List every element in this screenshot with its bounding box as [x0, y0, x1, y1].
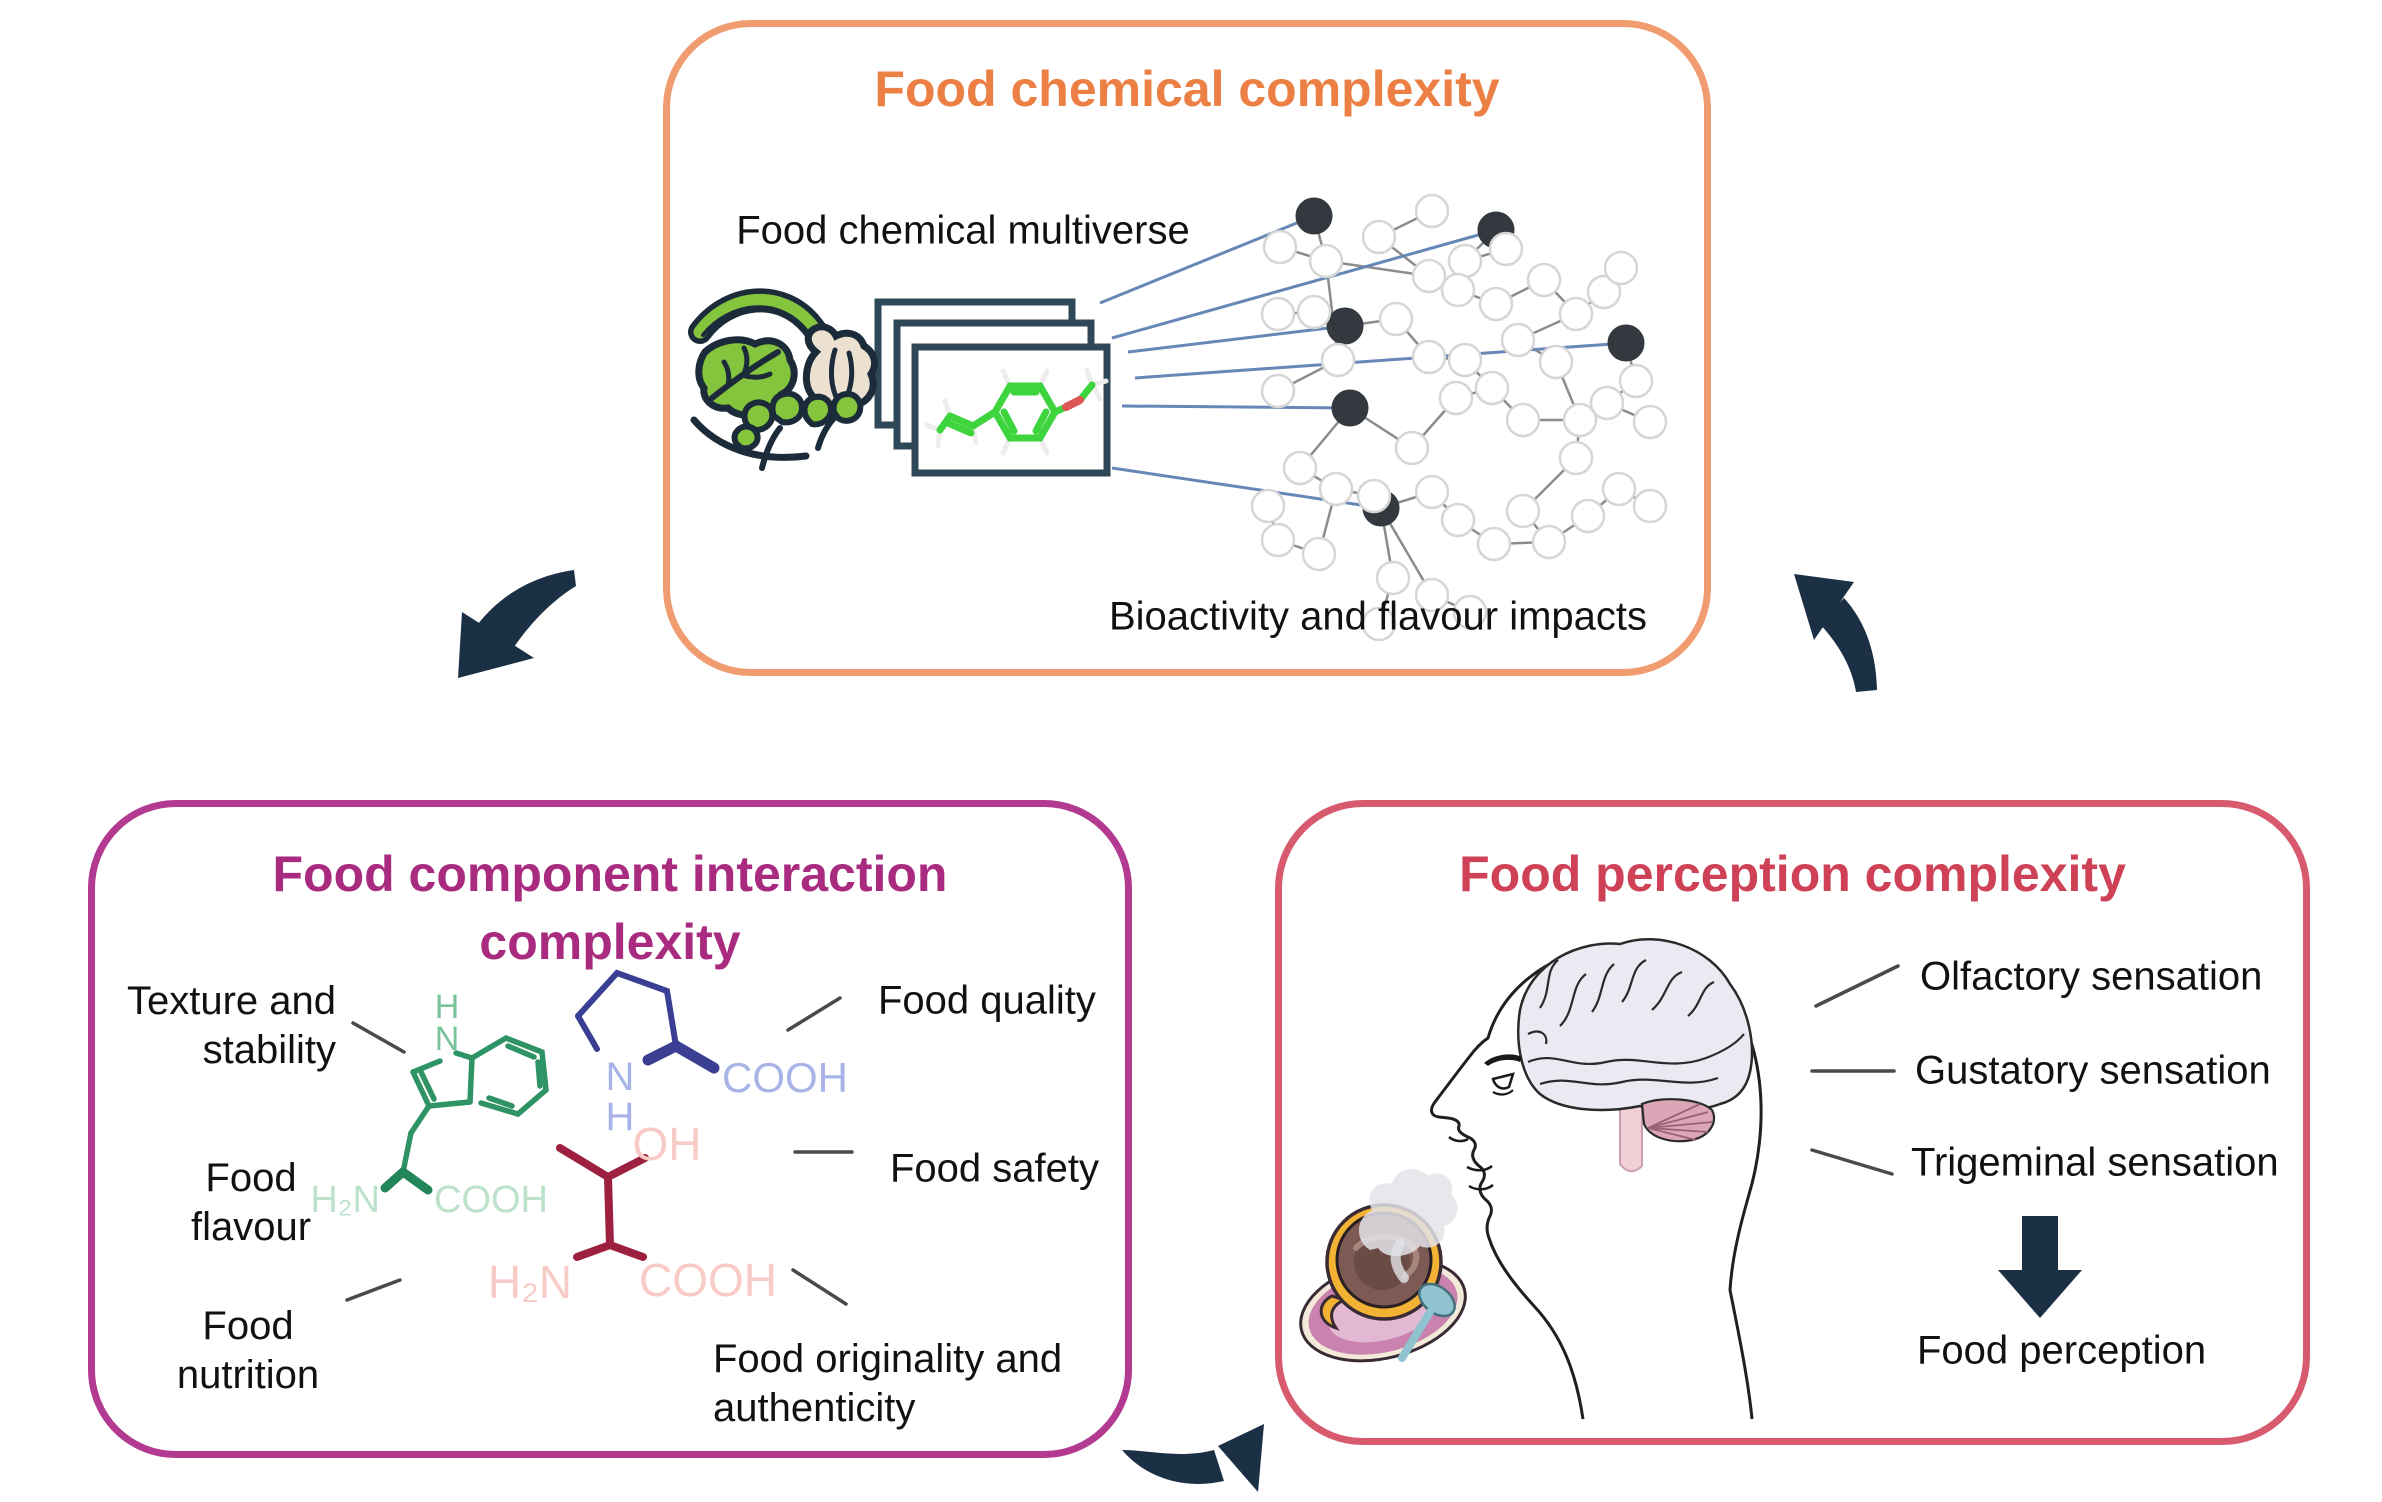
network-node: [1558, 440, 1594, 476]
network-node: [1531, 524, 1567, 560]
chemical-network-icon: [1250, 193, 1668, 642]
network-node: [1262, 229, 1298, 265]
network-node: [1356, 478, 1392, 514]
cycle-arrow-left-icon: [458, 570, 576, 678]
tryptophan-structure-icon: H N H₂N COOH: [310, 988, 549, 1221]
interaction-title-line1: Food component interaction: [272, 846, 948, 902]
chemical-box-title: Food chemical complexity: [874, 61, 1500, 117]
network-dark-node: [1607, 324, 1645, 362]
network-node: [1603, 250, 1639, 286]
network-node: [1440, 272, 1476, 308]
network-node: [1618, 363, 1654, 399]
threonine-structure-icon: OH H₂N COOH: [488, 1118, 777, 1308]
proline-h-label: H: [606, 1095, 635, 1139]
cycle-arrow-bottom-icon: [1122, 1424, 1264, 1492]
tryptophan-cooh-label: COOH: [434, 1179, 548, 1221]
network-node: [1505, 402, 1541, 438]
interaction-title-line2: complexity: [479, 914, 741, 970]
network-node: [1558, 296, 1594, 332]
network-node: [1452, 594, 1488, 630]
network-node: [1282, 450, 1318, 486]
network-node: [1601, 471, 1637, 507]
proline-structure-icon: N H COOH: [575, 969, 848, 1139]
head-brain-icon: [1430, 938, 1763, 1420]
network-node: [1260, 296, 1296, 332]
threonine-h2n-label: H₂N: [488, 1256, 572, 1308]
network-node: [1318, 471, 1354, 507]
network-node: [1260, 522, 1296, 558]
threonine-oh-label: OH: [633, 1118, 702, 1170]
network-node: [1414, 474, 1450, 510]
network-node: [1375, 560, 1411, 596]
network-node: [1301, 536, 1337, 572]
interaction-box-title: Food component interaction complexity: [88, 840, 1132, 976]
network-node: [1474, 370, 1510, 406]
network-node: [1250, 488, 1286, 524]
network-node: [1411, 258, 1447, 294]
panel-food-chemical-complexity: [663, 20, 1711, 676]
network-node: [1632, 488, 1668, 524]
perception-connector-lines: [1810, 964, 1900, 1176]
network-node: [1478, 286, 1514, 322]
network-node: [1414, 193, 1450, 229]
interaction-connector-lines: [345, 996, 854, 1306]
anethole-molecule-icon: [924, 367, 1109, 456]
network-node: [1488, 231, 1524, 267]
vegetables-icon: [688, 288, 878, 471]
network-node: [1320, 342, 1356, 378]
bioactivity-label: Bioactivity and flavour impacts: [1108, 594, 1648, 639]
network-node: [1562, 402, 1598, 438]
network-node: [1500, 322, 1536, 358]
cycle-arrow-right-icon: [1794, 574, 1877, 692]
network-node: [1632, 404, 1668, 440]
network-node: [1308, 243, 1344, 279]
network-node: [1411, 339, 1447, 375]
network-node: [1476, 526, 1512, 562]
cocoa-cup-icon: [1299, 1169, 1467, 1363]
panel-food-component-interaction: [88, 800, 1132, 1458]
tryptophan-n-label: N: [435, 1020, 460, 1058]
network-node: [1394, 430, 1430, 466]
network-dark-node: [1331, 389, 1369, 427]
network-node: [1586, 274, 1622, 310]
network-node: [1438, 380, 1474, 416]
network-node: [1361, 606, 1397, 642]
multiverse-label: Food chemical multiverse: [736, 208, 1190, 253]
network-node: [1526, 262, 1562, 298]
network-dark-node: [1326, 307, 1364, 345]
food-quality-label: Food quality: [878, 978, 1096, 1023]
network-node: [1505, 493, 1541, 529]
molecule-card-stack-icon: [874, 298, 1111, 477]
down-arrow-icon: [1998, 1216, 2082, 1318]
tryptophan-h-label: H: [435, 988, 460, 1026]
threonine-cooh-label: COOH: [639, 1254, 777, 1306]
network-node: [1414, 577, 1450, 613]
network-node: [1538, 344, 1574, 380]
trigeminal-label: Trigeminal sensation: [1911, 1140, 2279, 1185]
network-node: [1589, 385, 1625, 421]
proline-n-label: N: [606, 1055, 635, 1099]
perception-box-title: Food perception complexity: [1459, 846, 2126, 902]
network-node: [1378, 301, 1414, 337]
food-perception-label: Food perception: [1917, 1328, 2207, 1373]
network-node: [1440, 502, 1476, 538]
network-node: [1296, 294, 1332, 330]
network-node: [1570, 498, 1606, 534]
olfactory-label: Olfactory sensation: [1920, 954, 2263, 999]
network-node: [1447, 243, 1483, 279]
network-dark-node: [1295, 197, 1333, 235]
gustatory-label: Gustatory sensation: [1915, 1048, 2271, 1093]
network-node: [1447, 342, 1483, 378]
panel-food-perception: [1275, 800, 2310, 1445]
tryptophan-h2n-label: H₂N: [310, 1179, 380, 1221]
network-node: [1361, 219, 1397, 255]
food-safety-label: Food safety: [890, 1146, 1100, 1191]
proline-cooh-label: COOH: [722, 1054, 848, 1101]
network-node: [1260, 373, 1296, 409]
